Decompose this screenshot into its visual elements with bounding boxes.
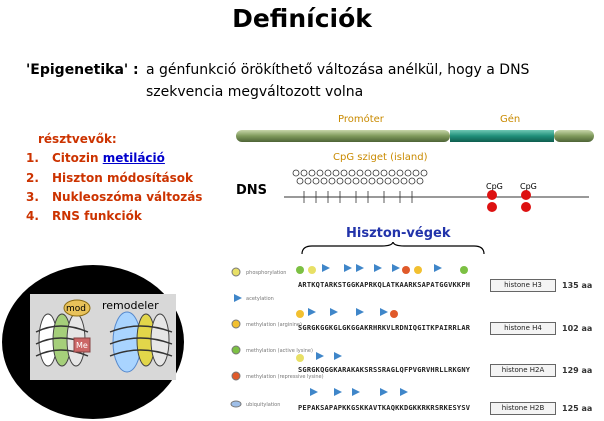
histone-h2a-box: histone H2A xyxy=(490,364,556,377)
legend-ubiquitylation: ubiquitylation xyxy=(246,402,281,408)
ubiquitylation-icon xyxy=(230,400,242,408)
participant-item-1: 1. Citozin metiláció xyxy=(26,151,165,165)
promoter-segment xyxy=(236,130,450,142)
participant-number: 4. xyxy=(26,209,39,223)
mod-label: mod xyxy=(66,304,86,314)
participant-item-3: 3. Nukleoszóma változás xyxy=(26,190,202,204)
participant-text: RNS funkciók xyxy=(52,209,142,223)
histone-h2b-box: histone H2B xyxy=(490,402,556,415)
methylation-active-lysine-icon xyxy=(231,345,241,355)
histone-h4-box: histone H4 xyxy=(490,322,556,335)
methylation-link[interactable]: metiláció xyxy=(102,151,165,165)
mod-badge xyxy=(63,299,91,317)
histone-h2a-sequence: SGRGKQGGKARAKAKSRSSRAGLQFPVGRVHRLLRKGNY xyxy=(298,366,471,374)
gene-segment xyxy=(450,130,554,142)
definition-text-line1: a génfunkció örökíthető változása anélkü… xyxy=(146,62,530,78)
participants-title: résztvevők: xyxy=(38,132,117,146)
histone-tails-brace xyxy=(301,242,485,255)
legend-methylation-repressive-lysine: methylation (repressive lysine) xyxy=(246,374,324,380)
methyl-mark-box xyxy=(73,337,91,353)
dna-bar xyxy=(236,130,594,142)
h2a-marks xyxy=(296,352,342,362)
participant-number: 3. xyxy=(26,190,39,204)
me-label: Me xyxy=(76,341,88,350)
participant-text: Nukleoszóma változás xyxy=(52,190,203,204)
histone-h4-length: 102 aa xyxy=(562,324,593,333)
dns-label: DNS xyxy=(236,183,268,198)
definition-text-line2: szekvencia megváltozott volna xyxy=(146,84,364,100)
cpg-label-2: CpG xyxy=(520,182,537,191)
cpg-island-label: CpG sziget (island) xyxy=(333,152,428,163)
histone-h3-box: histone H3 xyxy=(490,279,556,292)
methylation-repressive-lysine-icon xyxy=(231,371,241,381)
nucleosome-right xyxy=(109,313,173,367)
participant-number: 1. xyxy=(26,151,39,165)
h3-marks xyxy=(296,264,468,274)
legend-acetylation: acetylation xyxy=(246,296,274,302)
cpg-island-diagram: CpG CpG xyxy=(284,169,589,212)
histone-h4-sequence: SGRGKGGKGLGKGGAKRHRKVLRDNIQGITKPAIRRLAR xyxy=(298,324,471,332)
remodeler-label: remodeler xyxy=(102,299,159,312)
legend-methylation-arginine: methylation (arginine) xyxy=(246,322,302,328)
histone-h2b-sequence: PEPAKSAPAPKKGSKKAVTKAQKKDGKKRKRSRKESYSV xyxy=(298,404,471,412)
legend-phosphorylation: phosphorylation xyxy=(246,270,287,276)
cpg-lollipops xyxy=(292,169,428,203)
histone-h2b-length: 125 aa xyxy=(562,404,593,413)
participant-text: Citozin xyxy=(52,151,103,165)
methylated-cpg-marks xyxy=(487,190,531,212)
h4-marks xyxy=(296,308,398,318)
participant-text: Hiszton módosítások xyxy=(52,171,194,185)
promoter-label: Promóter xyxy=(338,114,384,125)
modification-legend-icons xyxy=(230,267,242,408)
gene-label: Gén xyxy=(500,114,521,125)
h2b-marks xyxy=(310,388,408,396)
histone-tails-label: Hiszton-végek xyxy=(346,226,451,241)
histone-h2a-length: 129 aa xyxy=(562,366,593,375)
participant-item-4: 4. RNS funkciók xyxy=(26,209,142,223)
definition-term: 'Epigenetika' : xyxy=(26,62,139,78)
nucleosome-left xyxy=(35,313,89,367)
histone-modification-marks xyxy=(296,264,468,396)
phosphorylation-icon xyxy=(231,267,241,277)
participant-number: 2. xyxy=(26,171,39,185)
acetylation-icon xyxy=(234,294,242,302)
methylation-arginine-icon xyxy=(231,319,241,329)
participant-item-2: 2. Hiszton módosítások xyxy=(26,171,193,185)
nucleosome-remodeler-figure: Me mod remodeler xyxy=(2,265,184,419)
cpg-label-1: CpG xyxy=(486,182,503,191)
dna-tail-segment xyxy=(554,130,594,142)
page-title: Definíciók xyxy=(232,4,372,33)
histone-h3-length: 135 aa xyxy=(562,281,593,290)
legend-methylation-active-lysine: methylation (active lysine) xyxy=(246,348,313,354)
histone-h3-sequence: ARTKQTARKSTGGKAPRKQLATKAARKSAPATGGVKKPH xyxy=(298,281,471,289)
